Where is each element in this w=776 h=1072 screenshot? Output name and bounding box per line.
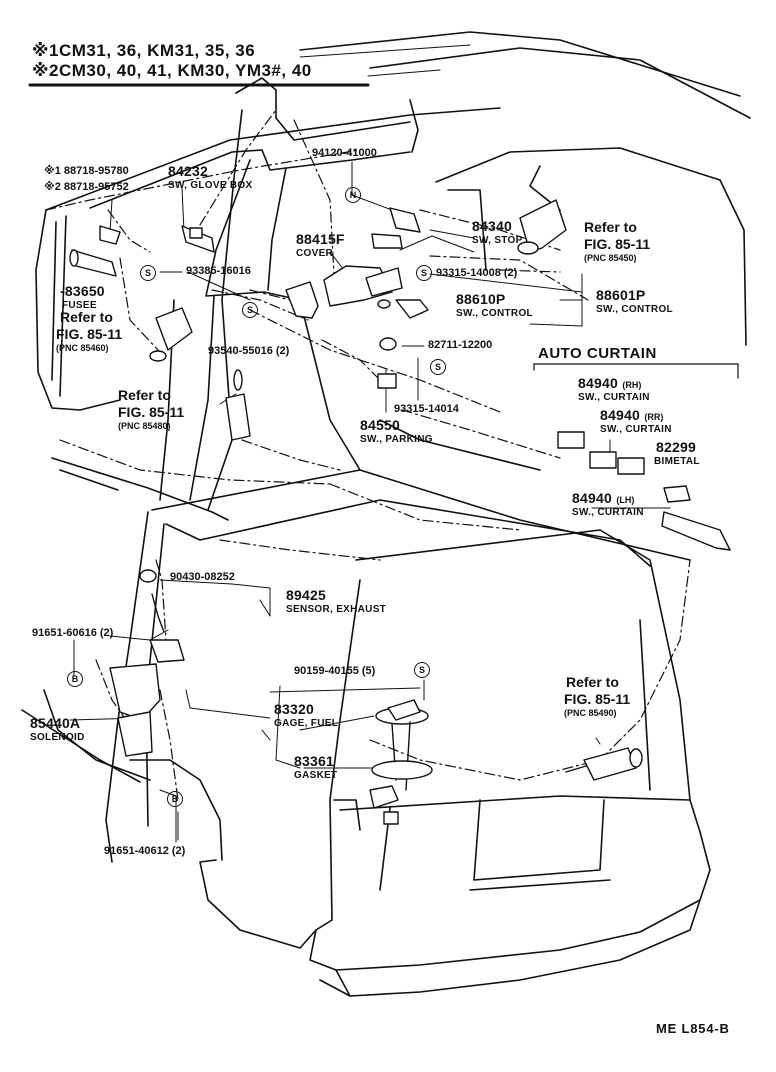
refer-85480-pnc: (PNC 85480): [118, 421, 171, 431]
applicability-models-1: CM31, 36, KM31, 35, 36: [58, 41, 256, 60]
refer-85490-figure[interactable]: FIG. 85-11: [564, 691, 631, 707]
part-93315-14008: 93315-14008 (2): [436, 267, 518, 279]
part-84940-lh-tag: (LH): [616, 495, 635, 505]
applicability-models-2: CM30, 40, 41, KM30, YM3#, 40: [58, 61, 312, 80]
part-82711-12200: 82711-12200: [428, 339, 493, 351]
part-84940-lh: 84940 (LH): [572, 491, 634, 507]
part-84940-lh-number: 84940: [572, 490, 612, 506]
refer-85450-figure[interactable]: FIG. 85-11: [584, 236, 651, 252]
part-84550-desc: SW., PARKING: [360, 434, 433, 445]
refer-85480-line-1: Refer to: [118, 387, 171, 403]
part-84232-desc: SW, GLOVE BOX: [168, 180, 253, 191]
part-84940-rh: 84940 (RH): [578, 376, 641, 392]
marker-b-91651-40612: B: [167, 791, 183, 807]
refer-85490-pnc: (PNC 85490): [564, 708, 617, 718]
applicability-line-2: ※2CM30, 40, 41, KM30, YM3#, 40: [32, 62, 312, 79]
part-82299: 82299: [656, 439, 696, 455]
part-82299-desc: BIMETAL: [654, 456, 700, 467]
part-84340: 84340: [472, 218, 512, 234]
part-88718-95752: ※2 88718-95752: [44, 181, 129, 193]
part-84940-lh-desc: SW., CURTAIN: [572, 507, 644, 518]
part-89425-desc: SENSOR, EXHAUST: [286, 604, 387, 615]
part-93385-16016: 93385-16016: [186, 265, 251, 277]
note-mark-2: ※2: [32, 61, 59, 80]
refer-85460-pnc: (PNC 85460): [56, 343, 109, 353]
part-88415F: 88415F: [296, 231, 345, 247]
note-mark-1: ※1: [32, 41, 59, 60]
part-91651-40612: 91651-40612 (2): [104, 845, 186, 857]
part-84940-rr-desc: SW., CURTAIN: [600, 424, 672, 435]
marker-s-90159: S: [414, 662, 430, 678]
marker-n-94120: N: [345, 187, 361, 203]
refer-85450-pnc: (PNC 85450): [584, 253, 637, 263]
part-85440A: 85440A: [30, 715, 81, 731]
marker-s-93385: S: [140, 265, 156, 281]
drawing-code: ME L854-B: [656, 1021, 730, 1036]
part-84940-rr: 84940 (RR): [600, 408, 663, 424]
refer-85450-line-1: Refer to: [584, 219, 637, 235]
applicability-line-1: ※1CM31, 36, KM31, 35, 36: [32, 42, 255, 59]
part-88610P: 88610P: [456, 291, 506, 307]
refer-85460-line-1: Refer to: [60, 309, 113, 325]
part-84940-rh-tag: (RH): [622, 380, 642, 390]
part-90430-08252: 90430-08252: [170, 571, 235, 583]
part-84232: 84232: [168, 163, 208, 179]
marker-s-93540: S: [242, 302, 258, 318]
part-88610P-desc: SW., CONTROL: [456, 308, 533, 319]
part-88601P-desc: SW., CONTROL: [596, 304, 673, 315]
part-83320: 83320: [274, 701, 314, 717]
part-93540-55016: 93540-55016 (2): [208, 345, 290, 357]
marker-s-93315-14008: S: [416, 265, 432, 281]
marker-s-93315-14014: S: [430, 359, 446, 375]
part-88601P: 88601P: [596, 287, 646, 303]
part-89425: 89425: [286, 587, 326, 603]
part-85440A-desc: SOLENOID: [30, 732, 85, 743]
part-84940-rh-number: 84940: [578, 375, 618, 391]
part-93315-14014: 93315-14014: [394, 403, 459, 415]
part-84940-rh-desc: SW., CURTAIN: [578, 392, 650, 403]
marker-b-91651-60616: B: [67, 671, 83, 687]
part-94120-41000: 94120-41000: [312, 147, 377, 159]
part-90159-40155: 90159-40155 (5): [294, 665, 376, 677]
part-83650: -83650: [60, 283, 105, 299]
part-84940-rr-tag: (RR): [644, 412, 664, 422]
part-88415F-desc: COVER: [296, 248, 334, 259]
part-83361-desc: GASKET: [294, 770, 338, 781]
part-84340-desc: SW, STOP: [472, 235, 523, 246]
part-84940-rr-number: 84940: [600, 407, 640, 423]
refer-85460-figure[interactable]: FIG. 85-11: [56, 326, 123, 342]
part-88718-95780: ※1 88718-95780: [44, 165, 129, 177]
auto-curtain-heading: AUTO CURTAIN: [538, 345, 657, 362]
part-84550: 84550: [360, 417, 400, 433]
part-91651-60616: 91651-60616 (2): [32, 627, 114, 639]
refer-85490-line-1: Refer to: [566, 674, 619, 690]
refer-85480-figure[interactable]: FIG. 85-11: [118, 404, 185, 420]
part-83361: 83361: [294, 753, 334, 769]
part-83320-desc: GAGE, FUEL: [274, 718, 339, 729]
part-83650-desc: FUSEE: [62, 300, 97, 311]
